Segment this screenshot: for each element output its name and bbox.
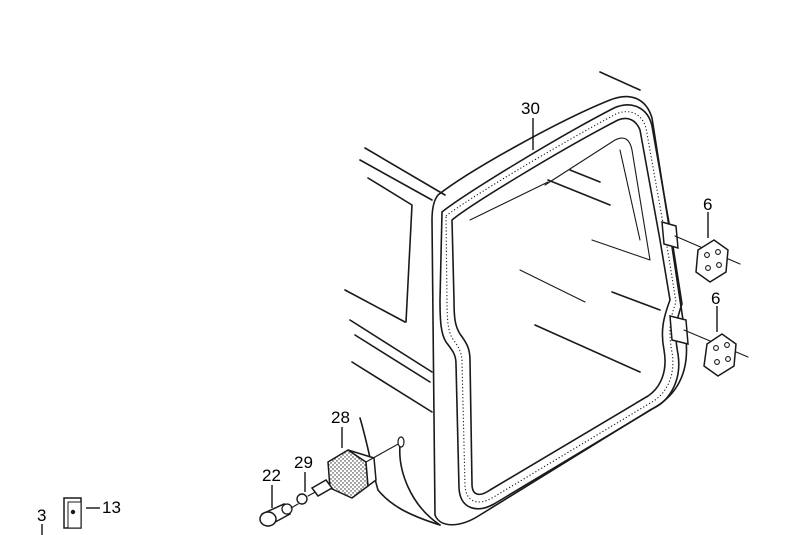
vehicle-body <box>344 71 661 526</box>
callout-clip-a: 3 <box>37 506 46 525</box>
grommet <box>259 503 299 528</box>
callout-bumper: 28 <box>331 408 350 427</box>
hinge-plate-upper <box>695 239 729 283</box>
screw <box>296 479 334 505</box>
callout-screw: 29 <box>294 453 313 472</box>
callout-hinge-lower: 6 <box>711 289 720 308</box>
hinge-plate-lower <box>703 333 737 377</box>
callout-leaders <box>41 118 718 535</box>
clip <box>63 497 82 529</box>
callout-seal: 30 <box>521 99 540 118</box>
callout-grommet: 22 <box>262 466 281 485</box>
rear-door <box>431 95 688 526</box>
callout-hinge-upper: 6 <box>703 195 712 214</box>
callout-clip-b: 13 <box>102 498 121 517</box>
bumper-stop <box>327 436 405 499</box>
hinge-mounts <box>661 220 749 358</box>
door-seal <box>439 104 683 510</box>
